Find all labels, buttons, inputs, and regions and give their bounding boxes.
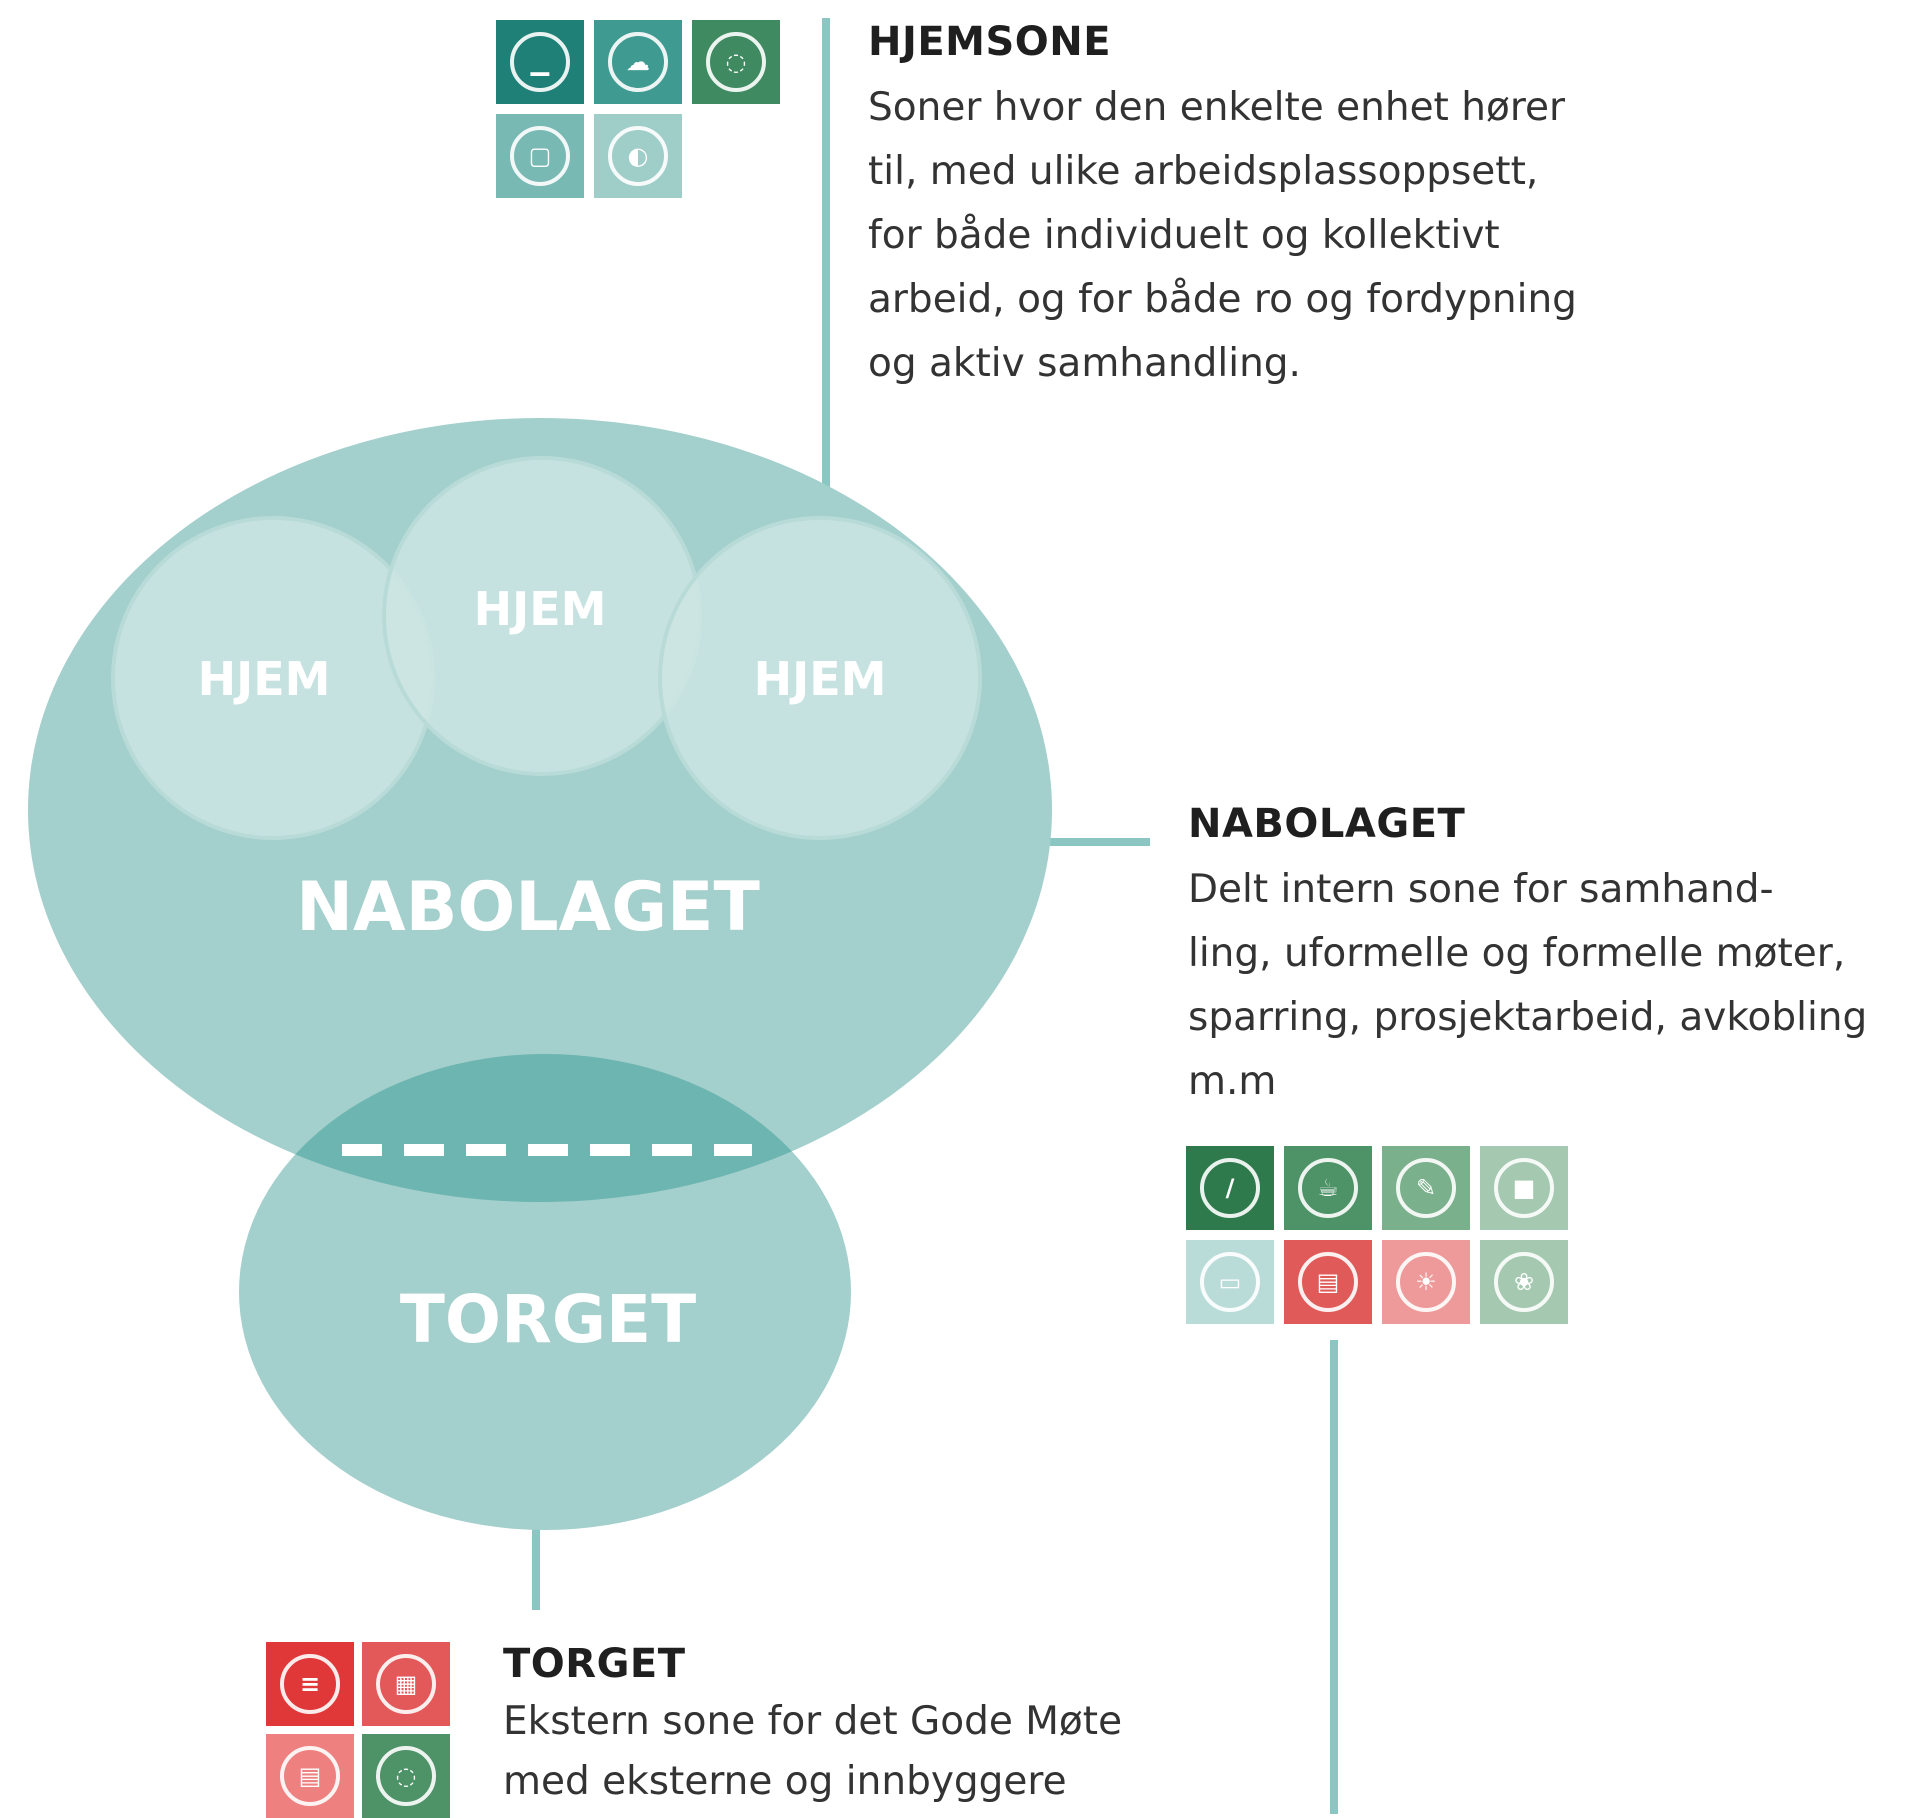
coffee-glyph-icon: ☕ [1298, 1158, 1358, 1218]
pen-icon: ∕ [1186, 1146, 1274, 1230]
hjem-label-left: HJEM [198, 652, 331, 706]
hjem-zone-right [658, 516, 982, 840]
chat-glyph-icon: ◌ [376, 1746, 436, 1806]
quiet-room-glyph-icon: ▢ [510, 126, 570, 186]
nabolaget-icon-grid: ∕ ☕ ✎ ■ ▭ ▤ ☀ ❀ [1186, 1146, 1568, 1324]
idea-icon: ☀ [1382, 1240, 1470, 1324]
nabolaget-title: NABOLAGET [1188, 801, 1466, 847]
nabolaget-label: NABOLAGET [296, 868, 760, 947]
pen-glyph-icon: ∕ [1200, 1158, 1260, 1218]
card-icon: ▭ [1186, 1240, 1274, 1324]
hjemsone-title: HJEMSONE [868, 19, 1112, 65]
reception-icon: ≡ [266, 1642, 354, 1726]
quiet-room-icon: ▢ [496, 114, 584, 198]
torget-label: TORGET [400, 1281, 696, 1358]
workstation-icon: ▁ [496, 20, 584, 104]
counter-icon: ▤ [266, 1734, 354, 1818]
nabolaget-torget-overlap [239, 1054, 851, 1202]
torget-icon-grid: ≡ ▦ ▤ ◌ [266, 1642, 450, 1818]
hjemsone-icon-grid: ▁ ☁ ◌ ▢ ◐ [496, 20, 780, 198]
focus-glyph-icon: ◐ [608, 126, 668, 186]
collaboration-icon: ☁ [594, 20, 682, 104]
chat-icon: ◌ [362, 1734, 450, 1818]
counter-glyph-icon: ▤ [1298, 1252, 1358, 1312]
coffee-icon: ☕ [1284, 1146, 1372, 1230]
workstation-glyph-icon: ▁ [510, 32, 570, 92]
plant-glyph-icon: ❀ [1494, 1252, 1554, 1312]
nabolaget-description: Delt intern sone for samhand- ling, ufor… [1188, 867, 1868, 1104]
calendar-glyph-icon: ▦ [376, 1654, 436, 1714]
torget-title: TORGET [503, 1641, 686, 1687]
collaboration-glyph-icon: ☁ [608, 32, 668, 92]
hjemsone-callout: HJEMSONE Soner hvor den enkelte enhet hø… [868, 18, 1688, 396]
reception-glyph-icon: ≡ [280, 1654, 340, 1714]
meeting-icon: ■ [1480, 1146, 1568, 1230]
chat-icon: ◌ [692, 20, 780, 104]
torget-description: Ekstern sone for det Gode Møte med ekste… [503, 1699, 1123, 1804]
chat-glyph-icon: ◌ [706, 32, 766, 92]
calendar-icon: ▦ [362, 1642, 450, 1726]
torget-callout: TORGET Ekstern sone for det Gode Møte me… [503, 1640, 1263, 1812]
hjem-label-right: HJEM [754, 652, 887, 706]
card-glyph-icon: ▭ [1200, 1252, 1260, 1312]
hjem-label-middle: HJEM [474, 582, 607, 636]
counter-glyph-icon: ▤ [280, 1746, 340, 1806]
meeting-glyph-icon: ■ [1494, 1158, 1554, 1218]
counter-icon: ▤ [1284, 1240, 1372, 1324]
focus-icon: ◐ [594, 114, 682, 198]
hjemsone-description: Soner hvor den enkelte enhet hører til, … [868, 85, 1577, 386]
tools-icon: ✎ [1382, 1146, 1470, 1230]
tools-glyph-icon: ✎ [1396, 1158, 1456, 1218]
nabolaget-callout: NABOLAGET Delt intern sone for samhand- … [1188, 800, 1908, 1114]
plant-icon: ❀ [1480, 1240, 1568, 1324]
idea-glyph-icon: ☀ [1396, 1252, 1456, 1312]
